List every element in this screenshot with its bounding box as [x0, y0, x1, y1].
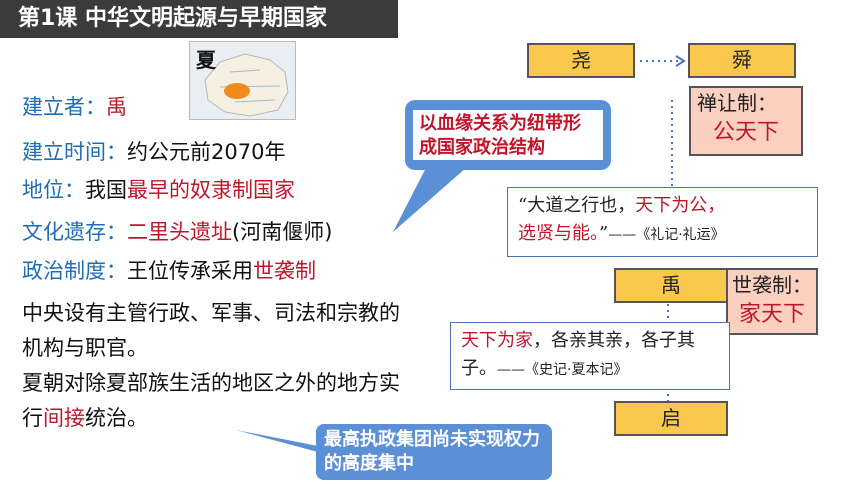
- status-prefix: 我国: [85, 178, 127, 202]
- q2-text: ，各亲其亲，各子其子。: [461, 330, 695, 379]
- q2-red: 天下为家: [461, 330, 533, 351]
- liji-quote-box: “大道之行也，天下为公， 选贤与能。”——《礼记·礼运》: [507, 187, 818, 257]
- p2-prefix: 夏朝对除夏部族生活的地区之外的地方实行: [22, 371, 400, 430]
- politics-prefix: 王位传承采用: [127, 259, 253, 283]
- q2-source: ——《史记·夏本记》: [497, 362, 628, 378]
- heritage-line: 文化遗存：二里头遗址(河南偃师): [22, 217, 332, 247]
- liji-quote-line1: “大道之行也，天下为公，: [518, 192, 807, 220]
- paragraph-institutions: 中央设有主管行政、军事、司法和宗教的机构与职官。: [22, 301, 400, 360]
- liji-quote-line2: 选贤与能。”——《礼记·礼运》: [518, 220, 807, 249]
- page-title: 第1课 中华文明起源与早期国家: [0, 0, 398, 38]
- q1-red2: 选贤与能。: [518, 223, 599, 244]
- time-value: 约公元前2070年: [127, 140, 286, 164]
- time-line: 建立时间：约公元前2070年: [22, 137, 285, 167]
- p2-red: 间接: [43, 406, 85, 430]
- shiji-quote-box: 天下为家，各亲其亲，各子其子。——《史记·夏本记》: [450, 322, 730, 390]
- yu-box: 禹: [614, 268, 728, 303]
- top-callout-bubble: 以血缘关系为纽带形成国家政治结构: [405, 100, 611, 170]
- heritage-suffix: (河南偃师): [232, 220, 333, 244]
- bottom-bubble-tail: [236, 430, 318, 452]
- shun-box: 舜: [688, 43, 796, 78]
- top-bubble-tail: [393, 160, 475, 232]
- q1-red: 天下为公，: [635, 195, 726, 216]
- paragraph-indirect-rule: 夏朝对除夏部族生活的地区之外的地方实行间接统治。: [22, 366, 412, 436]
- q1-source: ——《礼记·礼运》: [608, 227, 725, 243]
- xia-map-image: 夏: [189, 41, 296, 120]
- q1-close: ”: [599, 223, 609, 244]
- politics-label: 政治制度：: [22, 259, 127, 283]
- shixi-label: 世袭制：: [732, 273, 812, 297]
- time-label: 建立时间：: [22, 140, 127, 164]
- map-label: 夏: [196, 48, 216, 72]
- p2-suffix: 统治。: [85, 406, 148, 430]
- shanrang-value: 公天下: [712, 120, 779, 145]
- bottom-callout-text: 最高执政集团尚未实现权力的高度集中: [324, 429, 540, 474]
- shanrang-box: 禅让制： 公天下: [689, 86, 803, 156]
- founder-label: 建立者：: [22, 95, 106, 119]
- status-line: 地位：我国最早的奴隶制国家: [22, 175, 295, 205]
- bottom-callout-bubble: 最高执政集团尚未实现权力的高度集中: [316, 424, 552, 480]
- shixi-box: 世袭制： 家天下: [726, 268, 818, 335]
- founder-value: 禹: [106, 95, 127, 119]
- yao-box: 尧: [527, 43, 635, 78]
- heritage-label: 文化遗存：: [22, 220, 127, 244]
- status-value: 最早的奴隶制国家: [127, 178, 295, 202]
- heritage-value: 二里头遗址: [127, 220, 232, 244]
- status-label: 地位：: [22, 178, 85, 202]
- shixi-value: 家天下: [738, 302, 805, 327]
- q1-open: “大道之行也，: [518, 195, 636, 216]
- qi-box: 启: [614, 401, 728, 436]
- top-callout-text: 以血缘关系为纽带形成国家政治结构: [419, 113, 581, 158]
- shanrang-label: 禅让制：: [697, 91, 777, 115]
- politics-line: 政治制度：王位传承采用世袭制: [22, 256, 316, 286]
- top-callout-inner: 以血缘关系为纽带形成国家政治结构: [413, 110, 603, 160]
- map-icon: [190, 42, 295, 119]
- arrow-head-icon: [675, 55, 686, 67]
- founder-line: 建立者：禹: [22, 92, 127, 122]
- politics-value: 世袭制: [253, 259, 316, 283]
